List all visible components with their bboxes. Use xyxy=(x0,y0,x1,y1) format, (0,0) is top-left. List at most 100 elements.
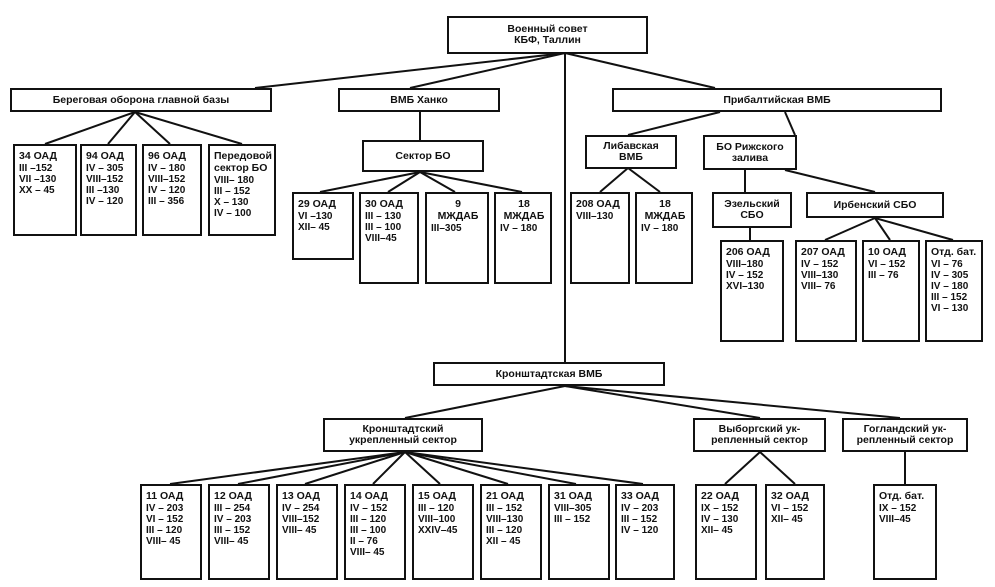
unit-title: 208 ОАД xyxy=(576,198,620,210)
unit-line: VIII– 45 xyxy=(350,547,385,558)
unit-line: XII– 45 xyxy=(771,514,803,525)
connector xyxy=(404,451,441,485)
connector xyxy=(237,451,406,485)
connector xyxy=(409,52,566,89)
connector xyxy=(564,385,761,419)
unit-line: IV – 203 xyxy=(146,503,184,514)
unit-line: XX – 45 xyxy=(19,185,55,196)
unit-line: IV – 180 xyxy=(931,281,969,292)
unit-line: IV – 130 xyxy=(701,514,739,525)
unit-line: III – 120 xyxy=(350,514,387,525)
connector xyxy=(319,171,421,193)
box-label: Либавская ВМБ xyxy=(603,140,659,163)
connector xyxy=(599,167,629,193)
unit-line: VI – 152 xyxy=(868,259,906,270)
unit-line: VI –130 xyxy=(298,211,333,222)
unit-title: 14 ОАД xyxy=(350,490,388,502)
unit-line: IV – 152 xyxy=(801,259,839,270)
connector xyxy=(387,171,421,193)
box-label: Гогландский ук- репленный сектор xyxy=(856,423,954,446)
gogland-sector-box: Гогландский ук- репленный сектор xyxy=(842,418,968,452)
unit-line: VI – 76 xyxy=(931,259,963,270)
unit-line: IV – 100 xyxy=(214,208,252,219)
unit-line: IV – 120 xyxy=(148,185,186,196)
unit-line: III – 356 xyxy=(148,196,185,207)
baltic-vmb-box: Прибалтийская ВМБ xyxy=(612,88,942,112)
box-label: Эзельский СБО xyxy=(724,198,780,221)
unit-title: 22 ОАД xyxy=(701,490,739,502)
unit-line: III – 152 xyxy=(486,503,523,514)
unit-line: VIII–45 xyxy=(879,514,911,525)
unit-line: VIII–130 xyxy=(486,514,524,525)
military-council-box: Военный совет КБФ, Таллин xyxy=(447,16,648,54)
unit-line: III – 152 xyxy=(214,525,251,536)
bo-riga-gulf-box: БО Рижского залива xyxy=(703,135,797,170)
unit-line: IX – 152 xyxy=(701,503,739,514)
unit-title: 18 МЖДАБ xyxy=(644,198,686,222)
unit-line: III – 152 xyxy=(621,514,658,525)
connector xyxy=(304,451,406,485)
connector xyxy=(759,451,796,485)
unit-line: IV – 305 xyxy=(931,270,969,281)
unit-title: 21 ОАД xyxy=(486,490,524,502)
unit-title: 9 МЖДАБ xyxy=(437,198,479,222)
connector xyxy=(824,217,876,241)
unit-line: VIII– 180 xyxy=(214,175,255,186)
unit-line: VIII–152 xyxy=(86,174,124,185)
unit-line: IV – 120 xyxy=(621,525,659,536)
unit-line: III – 120 xyxy=(486,525,523,536)
unit-line: III –130 xyxy=(86,185,120,196)
unit-title: 10 ОАД xyxy=(868,246,906,258)
connector xyxy=(169,451,406,485)
unit-line: IV – 180 xyxy=(641,223,679,234)
connector xyxy=(627,167,661,193)
unit-title: 13 ОАД xyxy=(282,490,320,502)
vmb-hanko-box: ВМБ Ханко xyxy=(338,88,500,112)
connector xyxy=(419,171,456,193)
unit-line: II – 76 xyxy=(350,536,378,547)
connector xyxy=(627,111,721,136)
unit-title: 31 ОАД xyxy=(554,490,592,502)
sector-bo-box: Сектор БО xyxy=(362,140,484,172)
unit-line: III – 120 xyxy=(418,503,455,514)
unit-title: 15 ОАД xyxy=(418,490,456,502)
connector xyxy=(404,451,644,485)
box-label: ВМБ Ханко xyxy=(390,93,448,106)
unit-line: VIII– 76 xyxy=(801,281,836,292)
unit-line: III – 152 xyxy=(214,186,251,197)
connector xyxy=(134,111,171,145)
unit-line: VII –130 xyxy=(19,174,57,185)
connector xyxy=(372,451,406,485)
unit-line: IV – 180 xyxy=(148,163,186,174)
unit-title: 32 ОАД xyxy=(771,490,809,502)
connector xyxy=(404,451,577,485)
connector xyxy=(44,111,136,145)
connector xyxy=(874,217,954,241)
unit-title: 206 ОАД xyxy=(726,246,770,258)
box-label: Военный совет КБФ, Таллин xyxy=(507,23,588,46)
ezel-sbo-box: Эзельский СБО xyxy=(712,192,792,228)
kronstadt-sector-box: Кронштадтский укрепленный сектор xyxy=(323,418,483,452)
box-label: Сектор БО xyxy=(395,149,451,162)
unit-title: 12 ОАД xyxy=(214,490,252,502)
unit-line: IV – 305 xyxy=(86,163,124,174)
unit-line: XII– 45 xyxy=(701,525,733,536)
connector xyxy=(564,52,716,89)
unit-line: III – 100 xyxy=(365,222,402,233)
